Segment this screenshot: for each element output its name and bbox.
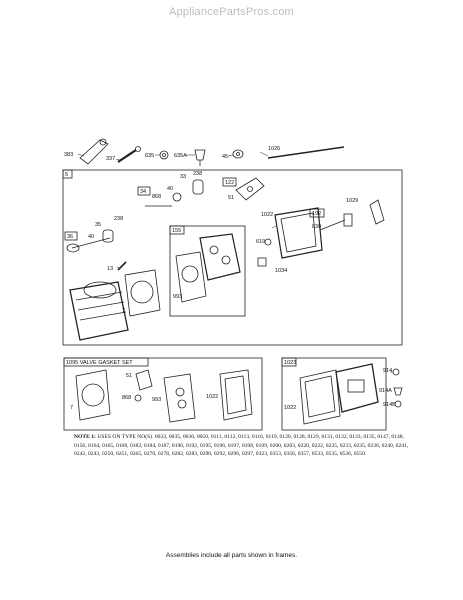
label-1022a: 1022 xyxy=(261,212,273,218)
part-1026-illustration xyxy=(267,146,345,159)
label-383: 383 xyxy=(64,152,73,158)
label-33: 33 xyxy=(180,174,186,180)
part-45-illustration xyxy=(232,149,244,159)
frame-1095-tag xyxy=(63,357,149,367)
frame-192 xyxy=(309,208,325,218)
label-1026: 1026 xyxy=(268,146,280,152)
label-122: 122 xyxy=(225,180,234,186)
label-868b: 868 xyxy=(122,395,131,401)
note-text: USES ON TYPE NO(S). 0033, 0035, 0036, 00… xyxy=(74,434,409,458)
assemblies-footer: Assemblies include all parts shown in fr… xyxy=(165,552,298,559)
part-337-illustration xyxy=(117,146,141,163)
valve-illustration xyxy=(66,229,114,253)
head-gasket-illustration xyxy=(175,251,207,303)
part-383-illustration xyxy=(79,138,109,165)
frame-5 xyxy=(62,169,403,346)
label-1022b: 1022 xyxy=(206,394,218,400)
label-619: 619 xyxy=(256,239,265,245)
label-frame-5: 5 xyxy=(65,172,68,178)
label-1029: 1029 xyxy=(346,198,358,204)
frame-34 xyxy=(137,186,151,196)
frame-1023-tag xyxy=(281,357,297,367)
label-1034: 1034 xyxy=(275,268,287,274)
label-337: 337 xyxy=(106,156,115,162)
label-993a: 993 xyxy=(173,294,182,300)
frame-1095 xyxy=(63,357,263,431)
label-40a: 40 xyxy=(167,186,173,192)
gasket-set-intake-gasket-illustration xyxy=(163,373,196,423)
frame-5-tag xyxy=(62,169,73,179)
stud-illustration xyxy=(117,261,127,271)
label-frame-1095: 1095 VALVE GASKET SET xyxy=(66,360,133,366)
label-830: 830 xyxy=(312,224,321,230)
type-numbers-note: NOTE 1: USES ON TYPE NO(S). 0033, 0035, … xyxy=(74,433,414,459)
label-635a: 635A xyxy=(174,153,187,159)
part-1034-illustration xyxy=(257,257,267,267)
rocker-arm-illustration xyxy=(235,177,265,201)
rocker-cover-illustration xyxy=(335,363,379,413)
label-914a: 914A xyxy=(379,388,392,394)
valve-spring-retainer-illustration xyxy=(145,179,204,207)
part-635a-illustration xyxy=(194,149,206,166)
label-7b: 7 xyxy=(70,405,73,411)
label-238b: 238 xyxy=(114,216,123,222)
label-51b: 51 xyxy=(126,373,132,379)
frame-155-tag xyxy=(169,225,185,235)
label-635: 635 xyxy=(145,153,154,159)
label-192: 192 xyxy=(312,211,321,217)
gasket-set-valve-seal-illustration xyxy=(134,369,153,402)
label-40b: 40 xyxy=(88,234,94,240)
label-238a: 238 xyxy=(193,171,202,177)
label-51a: 51 xyxy=(228,195,234,201)
rocker-cover-gasket-set-illustration xyxy=(299,369,341,425)
label-868a: 868 xyxy=(152,194,161,200)
note-lead: NOTE 1: xyxy=(74,434,96,440)
label-155: 155 xyxy=(172,228,181,234)
part-1029-illustration xyxy=(369,199,385,225)
label-13: 13 xyxy=(107,266,113,272)
frame-122 xyxy=(222,177,237,187)
frame-1023 xyxy=(281,357,387,431)
rocker-cover-gasket-illustration xyxy=(274,207,323,259)
part-619-illustration xyxy=(264,238,272,246)
label-993b: 993 xyxy=(152,397,161,403)
part-635-illustration xyxy=(159,150,169,160)
watermark: AppliancePartsPros.com xyxy=(169,6,294,18)
cylinder-gasket-illustration xyxy=(124,269,161,317)
label-914b: 914B xyxy=(383,402,396,408)
label-36: 36 xyxy=(67,234,73,240)
frame-155 xyxy=(169,225,246,317)
label-frame-1023: 1023 xyxy=(284,360,296,366)
gasket-set-head-gasket-illustration xyxy=(75,369,111,421)
label-914: 914 xyxy=(383,368,392,374)
label-7a: 7 xyxy=(122,308,125,314)
gasket-set-cover-gasket-illustration xyxy=(219,369,253,421)
label-34: 34 xyxy=(140,189,146,195)
label-35: 35 xyxy=(95,222,101,228)
label-45: 45 xyxy=(222,154,228,160)
breather-tube-illustration xyxy=(319,213,353,231)
cylinder-block-illustration xyxy=(69,281,129,341)
cylinder-head-illustration xyxy=(199,233,241,281)
frame-36 xyxy=(64,231,78,241)
label-1022c: 1022 xyxy=(284,405,296,411)
